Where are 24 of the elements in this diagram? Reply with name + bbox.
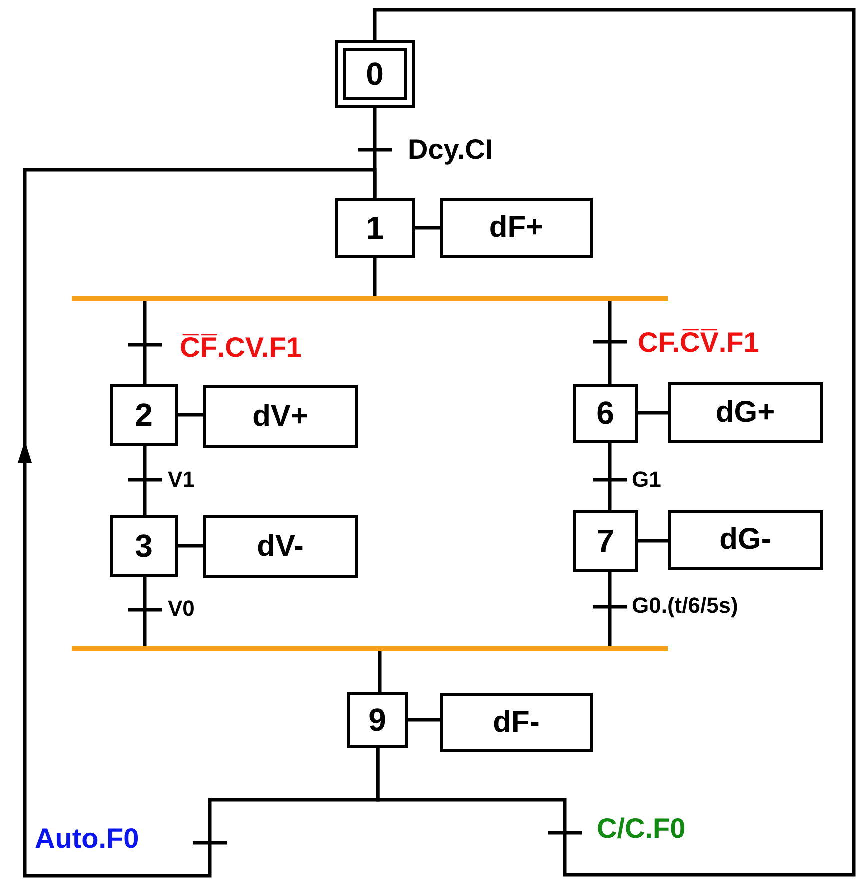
initial-step-box: 0 [335,40,415,108]
action-box: dV- [203,515,358,578]
step-box: 1 [335,198,415,258]
transition-condition: G1 [632,466,662,494]
action-box: dF+ [440,198,593,258]
step-box: 2 [110,384,178,446]
action-box: dG+ [668,382,823,443]
step-box: 7 [573,510,638,572]
transition-condition: Auto.F0 [35,822,140,856]
parallel-bar [72,646,668,651]
transition-condition: V1 [168,466,195,494]
parallel-bar [72,296,668,301]
step-box: 6 [573,384,638,443]
transition-condition: C̅F̅.CV.F1 [180,331,302,365]
transition-condition: C/C.F0 [597,812,686,846]
transition-condition: G0.(t/6/5s) [632,592,738,620]
transition-condition: CF.C̅V̅.F1 [638,326,760,360]
transition-condition: Dcy.CI [408,133,494,167]
action-box: dG- [668,510,823,570]
action-box: dF- [440,693,593,752]
transition-condition: V0 [168,595,195,623]
action-box: dV+ [203,385,358,448]
step-box: 9 [347,692,408,748]
step-box: 3 [110,515,178,577]
